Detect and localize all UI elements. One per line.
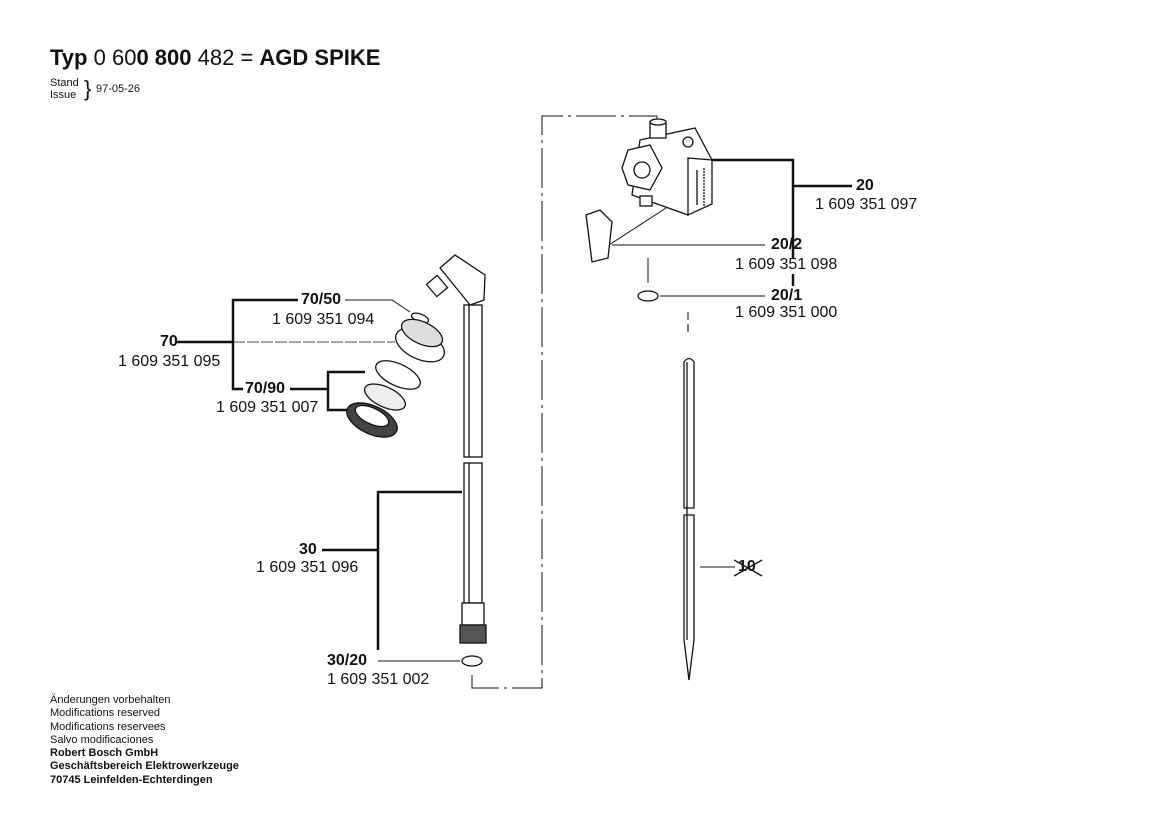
footer-line: Modifications reservees xyxy=(50,720,166,733)
part-pos-label-crossed: 10 xyxy=(734,558,763,577)
part-pos-label: 30/20 xyxy=(327,652,368,669)
stand-label: Stand xyxy=(50,77,79,89)
footer-line: Modifications reserved xyxy=(50,707,161,720)
gasket-part xyxy=(375,360,421,390)
part-number: 1 609 351 000 xyxy=(735,304,838,321)
typ-label: Typ xyxy=(50,45,88,70)
part-number: 1 609 351 097 xyxy=(815,196,918,213)
leader-70 xyxy=(231,298,298,391)
nut-part xyxy=(346,402,398,438)
issue-date: 97-05-26 xyxy=(96,83,141,95)
valve-block-part xyxy=(621,118,713,217)
filter-disc-part xyxy=(363,383,407,411)
clip-part xyxy=(585,209,613,263)
leader-20 xyxy=(712,158,795,258)
type-number-part: 0 60 xyxy=(93,45,137,70)
part-number: 1 609 351 096 xyxy=(256,559,359,576)
assembly-frame-line xyxy=(471,115,658,689)
footer-line: Salvo modificaciones xyxy=(50,733,154,746)
part-pos-label: 20/1 xyxy=(771,287,803,304)
part-pos-label: 70/50 xyxy=(301,291,342,308)
part-pos-label: 30 xyxy=(299,541,317,558)
nozzle-adapter-part xyxy=(395,318,445,363)
page-title: Typ 0 600 800 482 = AGD SPIKE xyxy=(50,45,380,71)
company-address: 70745 Leinfelden-Echterdingen xyxy=(50,773,213,786)
seal-ring-part xyxy=(637,290,659,302)
part-pos-label: 70 xyxy=(160,333,178,350)
product-name: AGD SPIKE xyxy=(259,45,381,70)
footer-notes: Änderungen vorbehalten Modifications res… xyxy=(50,694,239,787)
company-name: Robert Bosch GmbH xyxy=(50,747,159,760)
type-number-part: 0 800 xyxy=(136,45,192,70)
footer-line: Änderungen vorbehalten xyxy=(50,694,171,706)
part-pos-label: 20 xyxy=(856,177,874,194)
hose-part xyxy=(459,304,487,644)
part-number: 1 609 351 094 xyxy=(272,311,375,328)
cross-out-mark xyxy=(734,559,763,577)
company-division: Geschäftsbereich Elektrowerkzeuge xyxy=(50,760,239,773)
leader-70-50 xyxy=(345,299,411,313)
elbow-connector-part xyxy=(425,254,486,306)
brace: } xyxy=(84,76,92,101)
leader-30 xyxy=(376,490,462,650)
hose-washer-part xyxy=(461,655,483,667)
part-pos-label: 70/90 xyxy=(245,380,286,397)
part-pos-label: 20/2 xyxy=(771,236,803,253)
type-number-part: 482 = xyxy=(197,45,254,70)
issue-label: Issue xyxy=(50,89,77,101)
part-number: 1 609 351 002 xyxy=(327,671,430,688)
spike-part xyxy=(683,357,695,681)
part-number: 1 609 351 007 xyxy=(216,399,319,416)
part-number: 1 609 351 098 xyxy=(735,256,838,273)
part-number: 1 609 351 095 xyxy=(118,353,221,370)
stand-issue-labels: Stand Issue xyxy=(50,77,79,101)
